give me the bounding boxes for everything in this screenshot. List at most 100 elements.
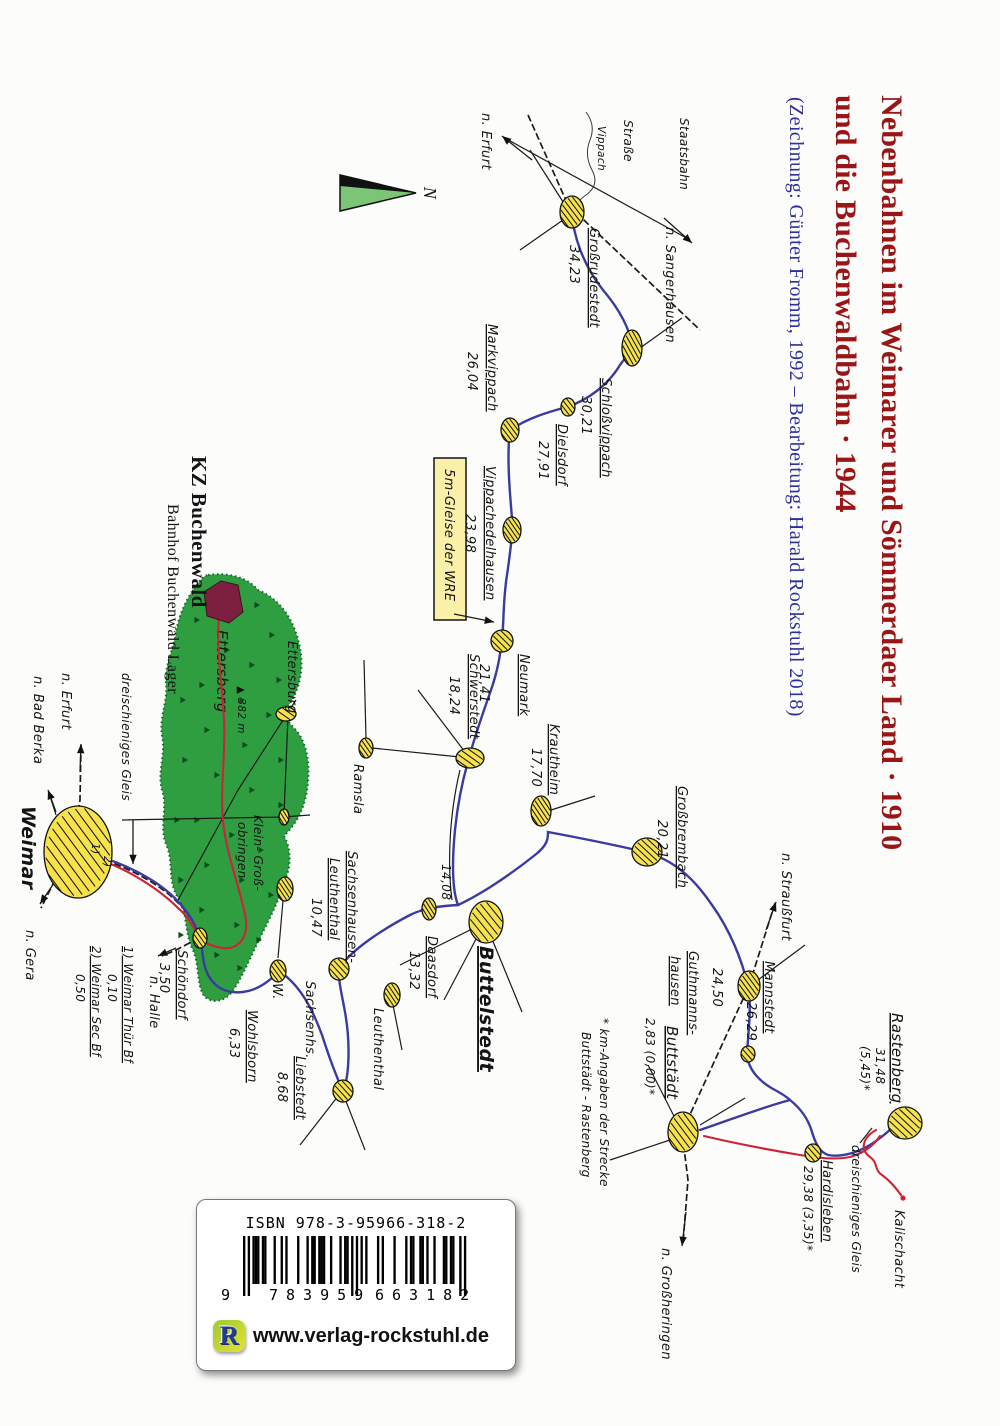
tree-icon bbox=[258, 846, 264, 854]
isbn-label: ISBN 978-3-95966-318-2 bbox=[245, 1214, 467, 1232]
label-staatsbahn: Staatsbahn bbox=[677, 118, 691, 190]
note-box-text: 5m-Gleise der WRE bbox=[441, 469, 456, 602]
barcode-bar bbox=[339, 1236, 342, 1284]
station-hatching bbox=[329, 958, 349, 980]
tree-icon bbox=[182, 756, 188, 764]
station-hatching bbox=[738, 971, 760, 1001]
label-strasse: Straße bbox=[621, 120, 635, 162]
tree-icon bbox=[204, 861, 210, 869]
barcode-bar bbox=[261, 1236, 265, 1284]
barcode-bar bbox=[459, 1236, 462, 1296]
station-blob-sachsenhausen bbox=[328, 957, 350, 981]
station-blob-liebstedt bbox=[332, 1079, 354, 1103]
tree-icon bbox=[239, 876, 245, 884]
note-dreischienig-right: dreischieniges Gleis bbox=[849, 1145, 863, 1273]
barcode-bar bbox=[409, 1236, 413, 1284]
arrowhead bbox=[682, 234, 692, 243]
station-blob-daasdorf bbox=[421, 897, 437, 921]
station-blob-grossrudestedt bbox=[559, 195, 585, 229]
station-hatching bbox=[561, 398, 575, 416]
arrowhead bbox=[484, 616, 494, 624]
road bbox=[639, 317, 683, 349]
station-hatching bbox=[384, 983, 400, 1007]
buchenwaldbahn bbox=[198, 598, 248, 950]
tree-icon bbox=[276, 676, 282, 684]
note-box bbox=[433, 457, 467, 621]
tree-icon bbox=[242, 741, 248, 749]
station-blob-schlossvippach bbox=[621, 329, 643, 367]
road bbox=[417, 689, 469, 757]
barcode-bar bbox=[318, 1236, 321, 1284]
station-markvippach-km: 26,04 bbox=[464, 352, 479, 391]
barcode-bar bbox=[405, 1236, 408, 1284]
station-hatching bbox=[503, 517, 521, 543]
station-blob-rastenberg bbox=[887, 1106, 923, 1140]
barcode-bar bbox=[329, 1236, 333, 1284]
forest-name: Ettersberg bbox=[213, 630, 231, 713]
tree-icon bbox=[237, 964, 243, 972]
station-mannstedt: Mannstedt bbox=[761, 961, 776, 1034]
barcode-bar bbox=[381, 1236, 384, 1284]
label-vippach: Vippach bbox=[595, 126, 607, 171]
arrowhead bbox=[40, 894, 49, 904]
barcode-bar bbox=[452, 1236, 455, 1284]
station-neumark: Neumark bbox=[516, 654, 531, 716]
arrowhead bbox=[47, 790, 55, 800]
tree-icon bbox=[199, 906, 205, 914]
dir-sangerhausen: n. Sangerhausen bbox=[662, 227, 677, 343]
barcode-bar bbox=[355, 1236, 359, 1296]
place-ettersburg: Ettersburg bbox=[284, 641, 299, 714]
forest-peak: ▲ 382 m bbox=[235, 686, 247, 734]
publisher-logo-icon: R bbox=[213, 1320, 245, 1352]
dreischienig-leader bbox=[859, 1127, 873, 1144]
road bbox=[449, 769, 461, 901]
road bbox=[757, 944, 806, 981]
barcode-bar bbox=[320, 1236, 323, 1284]
barcode-digits: 9 783959 663182 bbox=[197, 1286, 515, 1304]
station-blob-grossobringen bbox=[276, 876, 294, 902]
barcode-bar bbox=[257, 1236, 260, 1284]
arrowhead bbox=[502, 136, 512, 145]
tree-icon bbox=[214, 771, 220, 779]
station-sachsenhausen-2: Leuthenthal bbox=[326, 858, 341, 940]
kalischacht-branch bbox=[862, 1128, 903, 1197]
tree-icon bbox=[214, 951, 220, 959]
station-schlossvippach: Schloßvippach bbox=[598, 378, 613, 478]
map-title-line1: Nebenbahnen im Weimarer und Sömmerdaer L… bbox=[875, 95, 908, 850]
tree-symbols bbox=[174, 586, 284, 972]
station-neumark-km: 21,41 bbox=[476, 664, 491, 703]
station-vippachedelhausen: Vippachedelhausen bbox=[482, 466, 497, 600]
barcode-bar bbox=[297, 1236, 300, 1284]
place-obringen: obringen bbox=[235, 822, 249, 879]
place-leuthenthal: Leuthenthal bbox=[370, 1008, 385, 1090]
barcode-bar bbox=[393, 1236, 396, 1284]
note-box-group: 5m-Gleise der WRE bbox=[433, 457, 467, 621]
station-schwerstedt: Schwerstedt bbox=[466, 654, 481, 740]
wre-buttelstedt-buttstaedt bbox=[456, 830, 792, 1102]
station-weimar: Weimar bbox=[17, 806, 39, 891]
dir-gera: n. Gera bbox=[22, 930, 37, 981]
barcode-bar bbox=[247, 1236, 251, 1296]
tree-icon bbox=[204, 726, 210, 734]
station-hatching bbox=[277, 707, 295, 721]
forest-area bbox=[159, 573, 310, 1002]
tree-icon bbox=[249, 786, 255, 794]
barcode-bar bbox=[351, 1236, 354, 1296]
station-liebstedt-km: 8,68 bbox=[274, 1072, 289, 1103]
road bbox=[519, 219, 564, 251]
station-markvippach: Markvippach bbox=[484, 324, 499, 412]
map-title-line2: und die Buchenwaldbahn · 1944 bbox=[829, 95, 862, 513]
stations bbox=[43, 195, 923, 1163]
station-guthmannshausen-2: hausen bbox=[667, 956, 682, 1006]
place-kleingross: Klein- Groß- bbox=[251, 815, 265, 891]
ref-2: 2) bbox=[101, 856, 113, 868]
station-blob-schwerstedt bbox=[455, 747, 485, 769]
tree-icon bbox=[239, 696, 245, 704]
footnote-1: * km-Angaben der Strecke bbox=[597, 1018, 611, 1187]
dir-bad-berka: n. Bad Berka bbox=[30, 676, 45, 764]
tree-icon bbox=[268, 891, 274, 899]
station-grossbrembach: Großbrembach bbox=[674, 786, 689, 888]
barcode-digits-group1: 783959 bbox=[269, 1286, 372, 1304]
station-hatching bbox=[668, 1112, 698, 1151]
